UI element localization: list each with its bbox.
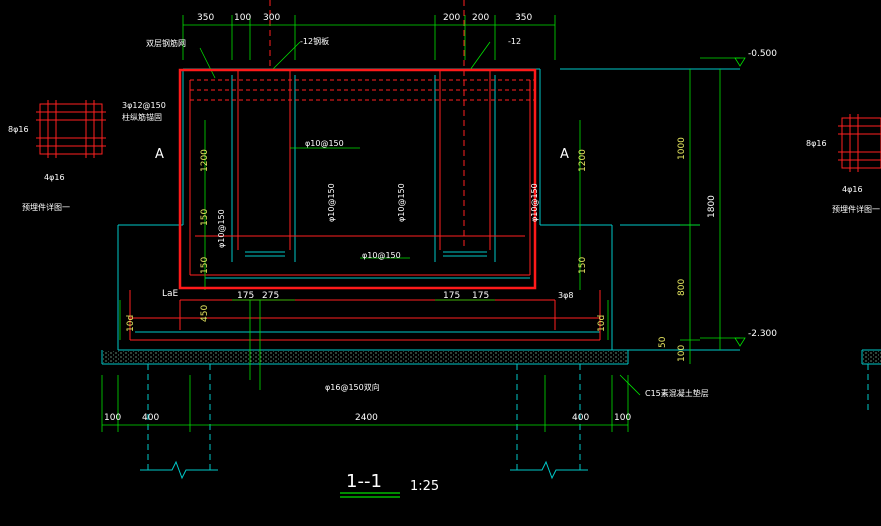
elevation-top: -0.500 — [748, 49, 777, 59]
rebar-hook: 柱纵筋锚固 — [122, 112, 162, 122]
dim-150-left-b: 150 — [200, 257, 210, 274]
dim-300: 300 — [263, 13, 280, 23]
section-mark-right: A — [560, 147, 569, 162]
dim-10d-right: 10d — [597, 315, 607, 332]
dim-400-left: 400 — [142, 413, 159, 423]
rebar-phi10-v1: φ10@150 — [217, 209, 226, 248]
section-mark-left: A — [155, 147, 164, 162]
dim-100-left: 100 — [104, 413, 121, 423]
dim-175-b: 175 — [443, 291, 460, 301]
rebar-8phi16-right: 8φ16 — [806, 139, 827, 148]
c15-bedding — [102, 351, 628, 363]
labels: 350 100 300 200 200 350 100 400 2400 400… — [8, 13, 880, 494]
rebar-phi10-v3: φ10@150 — [397, 183, 406, 222]
note-c15: C15素混凝土垫层 — [645, 388, 709, 398]
dim-200-b: 200 — [472, 13, 489, 23]
dim-150-right: 150 — [578, 257, 588, 274]
dim-1000: 1000 — [677, 137, 687, 160]
dim-175-a: 175 — [237, 291, 254, 301]
rebar-phi10-top: φ10@150 — [305, 139, 344, 148]
rebar-4phi16-right: 4φ16 — [842, 185, 863, 194]
dim-350-left: 350 — [197, 13, 214, 23]
rebar-mesh-label: 双层钢筋网 — [146, 38, 186, 48]
rebar-phi10-v2: φ10@150 — [327, 183, 336, 222]
c15-bedding-right — [863, 351, 881, 363]
rebar-phi10-bottom: φ10@150 — [362, 251, 401, 260]
dim-100-right: 100 — [614, 413, 631, 423]
dim-800: 800 — [677, 279, 687, 296]
section-title: 1--1 — [346, 471, 382, 492]
detail-grid-left — [36, 100, 106, 158]
dim-175-c: 175 — [472, 291, 489, 301]
dim-100: 100 — [234, 13, 251, 23]
title-underline — [340, 492, 400, 498]
note-embed-right: 预埋件详图一 — [832, 204, 880, 214]
elevation-bottom: -2.300 — [748, 329, 777, 339]
dim-2400: 2400 — [355, 413, 378, 423]
dim-350-right: 350 — [515, 13, 532, 23]
dim-400-right: 400 — [572, 413, 589, 423]
dim-100-right-v: 100 — [677, 345, 687, 362]
rebar-tie-12-left: -12钢板 — [300, 36, 329, 46]
dim-150-left: 150 — [200, 209, 210, 226]
lae-label: LaE — [162, 289, 179, 299]
rebar-8phi16-left: 8φ16 — [8, 125, 29, 134]
dim-450: 450 — [200, 305, 210, 322]
rebar — [129, 0, 601, 341]
rebar-3phi8: 3φ8 — [558, 291, 573, 300]
dim-200-a: 200 — [443, 13, 460, 23]
detail-grid-right — [838, 114, 881, 172]
rebar-phi16: φ16@150双向 — [325, 382, 380, 392]
rebar-tie-12-right: -12 — [508, 37, 521, 46]
rebar-4phi16-left: 4φ16 — [44, 173, 65, 182]
dim-1200-left: 1200 — [200, 149, 210, 172]
section-scale: 1:25 — [410, 479, 439, 494]
dim-1200-right: 1200 — [578, 149, 588, 172]
highlight-box — [178, 68, 537, 290]
dim-10d-left: 10d — [126, 315, 136, 332]
elevation-markers — [734, 57, 746, 347]
dimension-lines — [101, 15, 740, 432]
rebar-3phi12: 3φ12@150 — [122, 101, 166, 110]
rebar-phi10-v4: φ10@150 — [530, 183, 539, 222]
dim-50: 50 — [658, 336, 668, 348]
concrete-outline — [101, 68, 881, 480]
dim-275: 275 — [262, 291, 279, 301]
note-embed-left: 预埋件详图一 — [22, 202, 70, 212]
dim-1800: 1800 — [707, 195, 717, 218]
